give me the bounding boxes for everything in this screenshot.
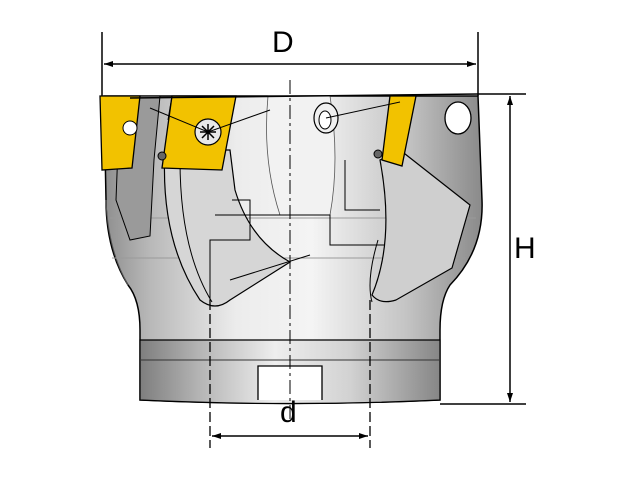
flute-right-inner bbox=[369, 239, 379, 303]
flute-right bbox=[371, 149, 471, 303]
leader-lines bbox=[149, 101, 401, 133]
insert-left bbox=[99, 95, 141, 171]
left-shoulder bbox=[105, 199, 129, 286]
insert-right bbox=[381, 95, 417, 167]
dimension-D bbox=[101, 32, 479, 96]
torx-screw-icon bbox=[157, 101, 472, 161]
screw-rear-inner bbox=[318, 110, 332, 130]
dimension-H bbox=[440, 93, 526, 405]
dot-left bbox=[157, 151, 167, 161]
diameter-label: D bbox=[272, 26, 294, 59]
insert-center-bevel bbox=[167, 95, 236, 121]
insert-left-hole bbox=[122, 120, 138, 136]
dimension-d bbox=[209, 300, 371, 448]
dot-right bbox=[373, 149, 383, 159]
bore-label: d bbox=[280, 396, 297, 429]
top-rim bbox=[129, 93, 479, 99]
hole-right bbox=[444, 101, 472, 135]
flute-left-inner bbox=[179, 159, 213, 303]
height-label: H bbox=[514, 232, 536, 265]
chip-flutes bbox=[115, 95, 471, 307]
flute-lines bbox=[209, 160, 385, 300]
